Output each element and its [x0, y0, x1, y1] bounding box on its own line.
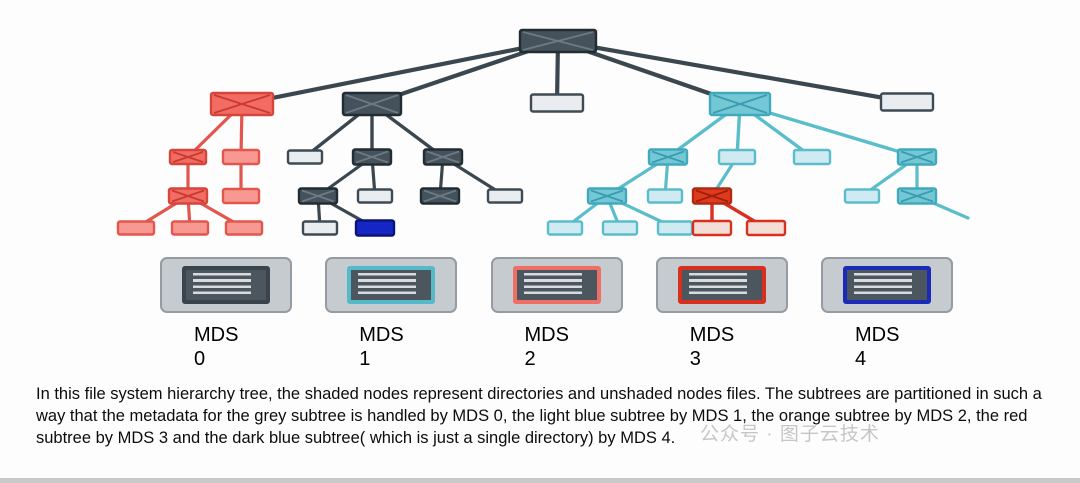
server-disk	[182, 266, 270, 304]
dir-hatch-line	[522, 31, 594, 51]
tree-node-s_f	[170, 220, 210, 236]
tree-node-s_root	[209, 91, 275, 117]
tree-node-s_g	[224, 220, 264, 236]
dir-hatch-line	[900, 150, 934, 164]
tree-node-g_root	[341, 91, 403, 117]
server-disk	[843, 266, 931, 304]
tree-node-s_d	[221, 187, 261, 205]
tree-node-c_b	[717, 148, 757, 166]
tree-node-c_d	[896, 148, 938, 166]
server-icon	[821, 257, 953, 313]
server-icon	[490, 257, 623, 313]
tree-node-root	[518, 28, 598, 54]
tree-node-s_b	[221, 148, 261, 166]
dir-hatch-line	[426, 150, 460, 164]
tree-node-blue	[354, 219, 396, 237]
tree-node-g_i	[486, 188, 524, 204]
tree-node-g_e	[356, 188, 394, 204]
tree-node-c_i	[896, 187, 938, 205]
tree-node-g_h	[419, 187, 461, 205]
dir-hatch-line	[172, 151, 204, 163]
server-disk-stripes	[688, 272, 747, 298]
tree-node-g_b	[351, 148, 393, 166]
tree-edge-root-p_right	[555, 38, 910, 105]
dir-hatch-line	[423, 189, 457, 203]
mds-number: 4	[855, 348, 867, 370]
server-disk-stripes	[193, 272, 251, 298]
mds-word: MDS	[359, 324, 404, 346]
tree-node-c_e	[586, 187, 628, 205]
mds-word: MDS	[524, 324, 569, 346]
tree-node-r_root	[691, 187, 733, 205]
tree-node-s_e	[116, 220, 156, 236]
server-disk-stripes	[358, 272, 417, 298]
tree-node-p_mid	[529, 93, 585, 113]
tree-node-p_right	[879, 92, 935, 112]
dir-hatch-line	[590, 189, 624, 203]
tree-node-c_h	[843, 188, 881, 204]
mds-number: 2	[524, 348, 536, 370]
dir-hatch-line	[355, 150, 389, 164]
tree-node-c_l	[656, 220, 694, 236]
mds-word: MDS	[194, 324, 239, 346]
dir-hatch-line	[171, 189, 205, 203]
watermark-text: 公众号 · 图子云技术	[700, 424, 880, 445]
tree-edge-root-s_root	[239, 38, 561, 107]
mds-number: 0	[194, 348, 206, 370]
tree-node-r_b	[745, 219, 787, 237]
tree-node-c_k	[601, 220, 639, 236]
mds-word: MDS	[855, 324, 900, 346]
server-icon	[160, 257, 292, 313]
mds-word: MDS	[689, 324, 735, 346]
dir-hatch-line	[345, 94, 399, 114]
tree-node-g_c	[422, 148, 464, 166]
tree-node-g_d	[297, 187, 339, 205]
dir-hatch-line	[712, 94, 768, 114]
tree-node-c_a	[647, 148, 689, 166]
server-disk	[677, 266, 766, 304]
bottom-border	[0, 478, 1080, 483]
tree-node-c_j	[546, 220, 584, 236]
dir-hatch-line	[651, 150, 685, 164]
tree-svg	[116, 28, 970, 237]
tree-node-s_c	[167, 187, 209, 205]
tree-node-c_root	[708, 91, 772, 117]
caption-text: In this file system hierarchy tree, the …	[36, 385, 1042, 447]
dir-hatch-line	[900, 189, 934, 203]
dir-hatch-line	[213, 94, 271, 114]
server-disk	[347, 266, 436, 304]
server-disk	[512, 266, 601, 304]
server-disk-stripes	[854, 272, 912, 298]
tree-node-r_a	[691, 219, 733, 237]
server-icon	[325, 257, 458, 313]
server-disk-stripes	[523, 272, 582, 298]
mds-number: 3	[689, 348, 701, 370]
tree-node-g_a	[286, 149, 324, 165]
tree-node-s_a	[168, 148, 208, 166]
mds-number: 1	[359, 348, 371, 370]
tree-node-g_f	[301, 220, 339, 236]
dir-hatch-line	[301, 189, 335, 203]
dir-hatch-line	[695, 189, 729, 203]
tree-node-c_c	[792, 148, 832, 166]
tree-node-c_f	[646, 188, 684, 204]
server-icon	[655, 257, 788, 313]
